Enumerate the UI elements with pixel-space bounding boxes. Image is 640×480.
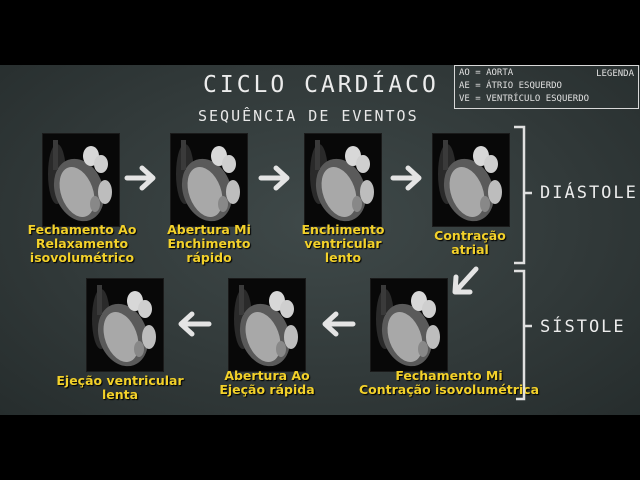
mri-frame-2: [170, 133, 248, 227]
page-title: CICLO CARDÍACO: [203, 72, 439, 98]
chalk-arrow-icon: [174, 309, 212, 339]
page-subtitle: SEQUÊNCIA DE EVENTOS: [198, 107, 419, 125]
mri-frame-4: [432, 133, 510, 227]
mri-frame-6: [228, 278, 306, 372]
phase-label-diastole: DIÁSTOLE: [540, 183, 638, 203]
mri-frame-5: [370, 278, 448, 372]
mri-frame-1: [42, 133, 120, 227]
caption-2-line-1: Abertura Mi: [150, 223, 268, 237]
cardiac-mri-image: [371, 279, 447, 371]
caption-7-line-2: lenta: [40, 388, 200, 402]
caption-2-line-2: Enchimento: [150, 237, 268, 251]
caption-3-line-2: ventricular: [284, 237, 402, 251]
caption-6-line-1: Abertura Ao: [206, 369, 328, 383]
legend-item-ae: AE = ÁTRIO ESQUERDO: [459, 80, 562, 93]
caption-1-line-2: Relaxamento: [14, 237, 150, 251]
chalkboard: CICLO CARDÍACO SEQUÊNCIA DE EVENTOS LEGE…: [0, 65, 640, 415]
caption-7-line-1: Ejeção ventricular: [40, 374, 200, 388]
caption-2-line-3: rápido: [150, 251, 268, 265]
cardiac-mri-image: [43, 134, 119, 226]
chalk-arrow-icon: [318, 309, 356, 339]
cardiac-mri-image: [87, 279, 163, 371]
caption-frame-3: Enchimento ventricular lento: [284, 223, 402, 265]
chalk-arrow-icon: [448, 263, 484, 299]
cardiac-mri-image: [171, 134, 247, 226]
mri-frame-3: [304, 133, 382, 227]
legend-heading: LEGENDA: [596, 68, 634, 81]
caption-frame-7: Ejeção ventricular lenta: [40, 374, 200, 402]
caption-3-line-1: Enchimento: [284, 223, 402, 237]
mri-frame-7: [86, 278, 164, 372]
caption-1-line-3: isovolumétrico: [14, 251, 150, 265]
cardiac-mri-image: [229, 279, 305, 371]
cardiac-mri-image: [305, 134, 381, 226]
chalk-arrow-icon: [124, 163, 160, 193]
caption-3-line-3: lento: [284, 251, 402, 265]
caption-frame-1: Fechamento Ao Relaxamento isovolumétrico: [14, 223, 150, 265]
phase-label-systole: SÍSTOLE: [540, 317, 626, 337]
caption-1-line-1: Fechamento Ao: [14, 223, 150, 237]
caption-frame-6: Abertura Ao Ejeção rápida: [206, 369, 328, 397]
caption-6-line-2: Ejeção rápida: [206, 383, 328, 397]
legend-item-ao: AO = AORTA: [459, 67, 513, 80]
cardiac-mri-image: [433, 134, 509, 226]
legend-item-ve: VE = VENTRÍCULO ESQUERDO: [459, 93, 589, 106]
legend-box: LEGENDA AO = AORTA AE = ÁTRIO ESQUERDO V…: [454, 65, 639, 109]
chalk-arrow-icon: [390, 163, 426, 193]
brace-bracket-icon: [508, 123, 538, 403]
chalk-arrow-icon: [258, 163, 294, 193]
caption-frame-2: Abertura Mi Enchimento rápido: [150, 223, 268, 265]
